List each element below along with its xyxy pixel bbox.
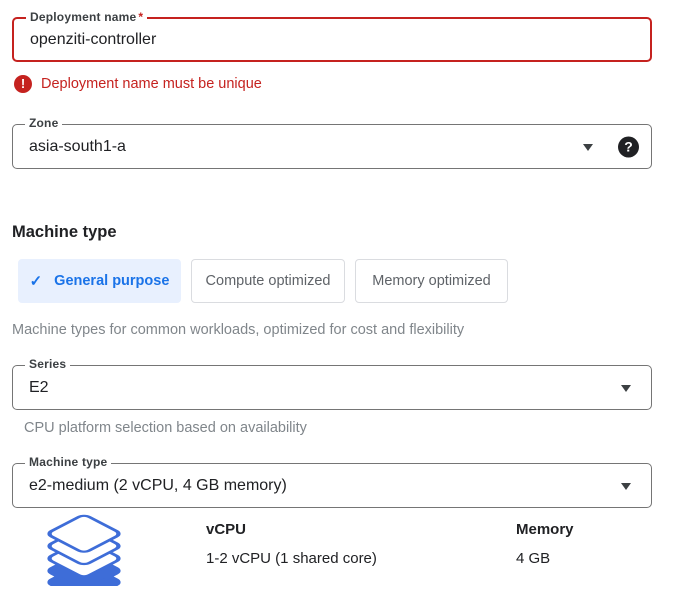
chevron-down-icon[interactable] <box>621 482 631 490</box>
series-field[interactable]: Series E2 <box>12 357 652 410</box>
vcpu-column: vCPU 1-2 vCPU (1 shared core) <box>206 521 377 568</box>
tab-memory-optimized[interactable]: Memory optimized <box>355 259 508 303</box>
help-icon[interactable]: ? <box>618 136 639 157</box>
tab-general-purpose-label: General purpose <box>54 273 170 289</box>
tab-compute-optimized-label: Compute optimized <box>205 273 331 289</box>
machine-type-field[interactable]: Machine type e2-medium (2 vCPU, 4 GB mem… <box>12 455 652 508</box>
tab-general-purpose[interactable]: ✓ General purpose <box>18 259 181 303</box>
error-icon: ! <box>14 74 32 93</box>
series-value: E2 <box>29 378 49 396</box>
deployment-name-error: ! Deployment name must be unique <box>12 74 652 93</box>
machine-family-tabs: ✓ General purpose Compute optimized Memo… <box>12 259 652 303</box>
tab-compute-optimized[interactable]: Compute optimized <box>191 259 345 303</box>
series-label-text: Series <box>29 357 67 371</box>
machine-type-value: e2-medium (2 vCPU, 4 GB memory) <box>29 476 287 494</box>
zone-value: asia-south1-a <box>29 137 126 155</box>
zone-label: Zone <box>25 116 63 131</box>
deployment-name-input[interactable] <box>30 19 590 60</box>
machine-info-row: vCPU 1-2 vCPU (1 shared core) Memory 4 G… <box>12 510 652 586</box>
deployment-form: Deployment name* ! Deployment name must … <box>0 10 680 586</box>
machine-type-heading: Machine type <box>12 223 117 241</box>
vcpu-header: vCPU <box>206 521 247 538</box>
memory-value: 4 GB <box>516 550 551 567</box>
machine-type-label-text: Machine type <box>29 455 108 469</box>
vcpu-value: 1-2 vCPU (1 shared core) <box>206 550 377 567</box>
memory-column: Memory 4 GB <box>516 521 574 568</box>
memory-header: Memory <box>516 521 574 538</box>
series-label: Series <box>25 357 71 372</box>
series-helper-text: CPU platform selection based on availabi… <box>24 420 307 436</box>
check-icon: ✓ <box>29 273 43 290</box>
machine-type-description: Machine types for common workloads, opti… <box>12 322 465 338</box>
machine-type-label: Machine type <box>25 455 112 470</box>
zone-label-text: Zone <box>29 116 59 130</box>
zone-field[interactable]: Zone asia-south1-a ? <box>12 116 652 169</box>
deployment-name-field[interactable]: Deployment name* <box>12 10 652 62</box>
tab-memory-optimized-label: Memory optimized <box>372 273 491 289</box>
chevron-down-icon[interactable] <box>583 143 593 151</box>
required-asterisk: * <box>138 10 144 24</box>
chevron-down-icon[interactable] <box>621 384 631 392</box>
layers-icon <box>38 510 130 586</box>
error-message: Deployment name must be unique <box>41 75 262 92</box>
